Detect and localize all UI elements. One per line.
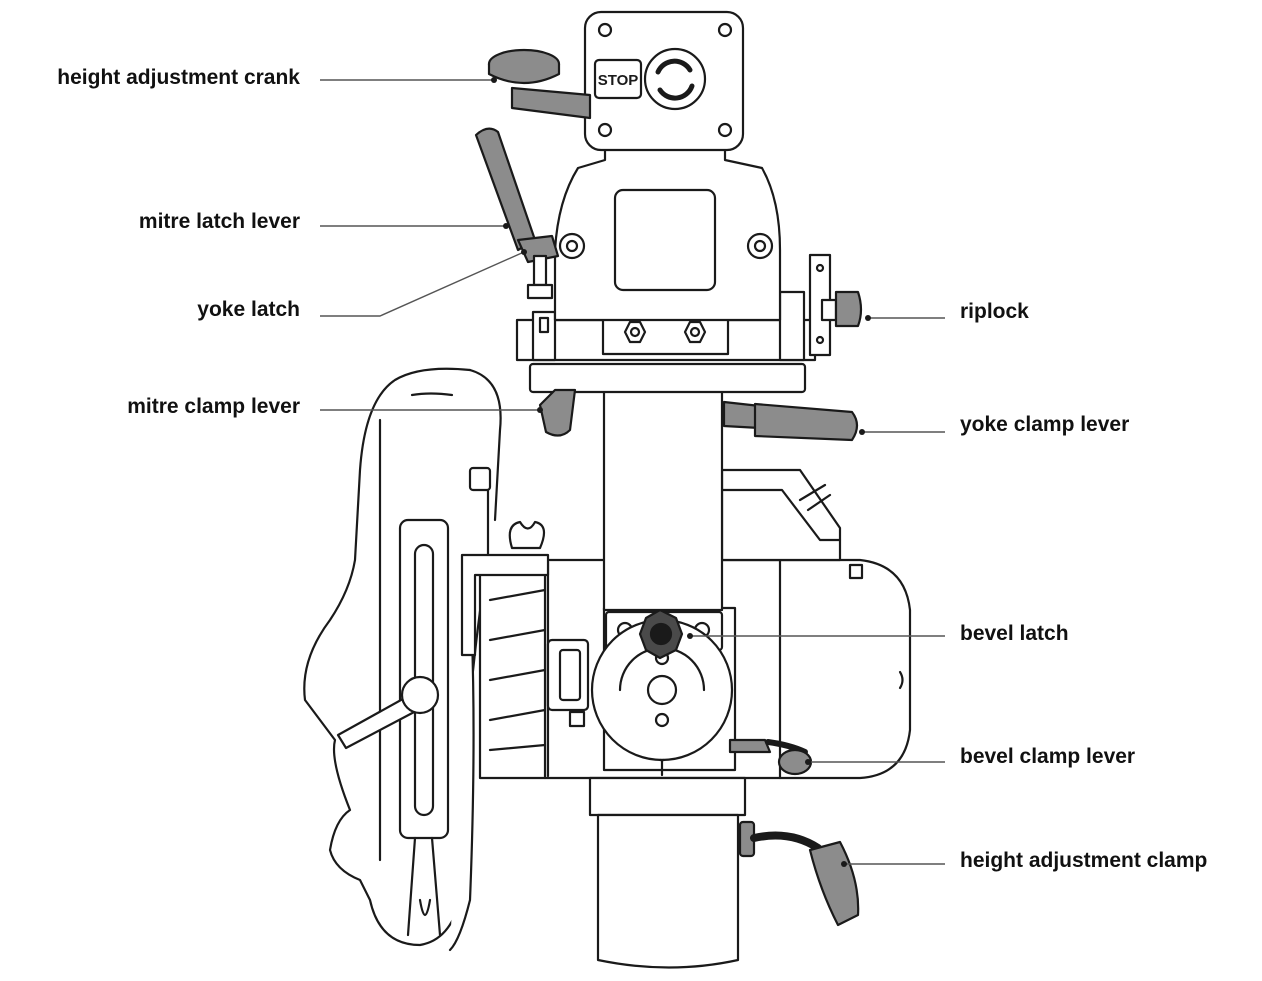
label-height-adjustment-clamp: height adjustment clamp — [960, 849, 1208, 872]
label-bevel-latch: bevel latch — [960, 622, 1069, 645]
mitre-latch-lever — [474, 127, 560, 300]
yoke-clamp-lever — [722, 400, 859, 442]
label-yoke-latch: yoke latch — [197, 298, 300, 321]
stop-button-label: STOP — [598, 72, 639, 89]
label-mitre-latch-lever: mitre latch lever — [138, 210, 300, 233]
arm-plate — [515, 253, 863, 394]
leader-lines — [320, 79, 945, 865]
blade-guard — [303, 367, 502, 952]
column-lower — [588, 776, 860, 969]
column-upper — [602, 388, 724, 612]
mitre-clamp-lever — [538, 388, 577, 437]
label-height-adjustment-crank: height adjustment crank — [57, 66, 300, 89]
leader-dots — [491, 77, 871, 867]
label-bevel-clamp-lever: bevel clamp lever — [960, 745, 1136, 768]
switch-box — [583, 10, 745, 152]
yoke-housing — [553, 146, 782, 322]
label-mitre-clamp-lever: mitre clamp lever — [127, 395, 300, 418]
label-yoke-clamp-lever: yoke clamp lever — [960, 413, 1130, 436]
bevel-plate — [590, 595, 813, 777]
label-riplock: riplock — [960, 300, 1029, 323]
height-crank — [487, 48, 592, 120]
